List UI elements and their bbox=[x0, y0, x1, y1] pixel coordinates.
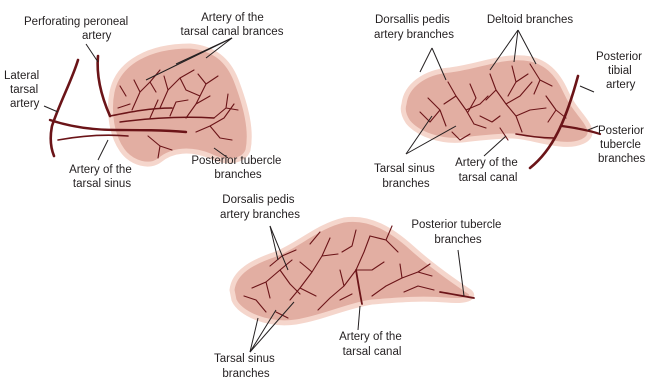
label-posterior-tibial-artery: Posterior tibial artery bbox=[596, 51, 645, 91]
label-dorsalis-pedis-superior: Dorsalis pedis artery branches bbox=[220, 194, 300, 221]
medial-view-diagram: Dorsallis pedis artery branches Deltoid … bbox=[374, 14, 647, 190]
label-lateral-tarsal-artery: Lateral tarsal artery bbox=[4, 70, 42, 110]
label-tarsal-canal-medial: Artery of the tarsal canal bbox=[455, 157, 521, 184]
label-posterior-tubercle-branches-lateral: Posterior tubercle branches bbox=[191, 155, 284, 181]
label-tarsal-sinus-superior: Tarsal sinus branches bbox=[214, 353, 278, 380]
label-artery-tarsal-canal-branches: Artery of the tarsal canal brances bbox=[181, 12, 284, 38]
lateral-view-diagram: Perforating peroneal artery Artery of th… bbox=[4, 12, 285, 190]
label-posterior-tubercle-superior: Posterior tubercle branches bbox=[411, 219, 504, 246]
label-tarsal-canal-superior: Artery of the tarsal canal bbox=[339, 331, 405, 358]
label-perforating-peroneal-artery: Perforating peroneal artery bbox=[24, 16, 131, 42]
label-deltoid-branches: Deltoid branches bbox=[487, 14, 574, 26]
superior-view-diagram: Dorsalis pedis artery branches Posterior… bbox=[214, 194, 505, 380]
label-artery-tarsal-sinus: Artery of the tarsal sinus bbox=[69, 164, 135, 190]
lateral-tarsal-artery-vessel bbox=[51, 60, 78, 156]
label-tarsal-sinus-medial: Tarsal sinus branches bbox=[374, 163, 438, 190]
label-dorsalis-pedis-medial: Dorsallis pedis artery branches bbox=[374, 14, 454, 41]
label-posterior-tubercle-branches-medial: Posterior tubercle branches bbox=[598, 125, 647, 165]
